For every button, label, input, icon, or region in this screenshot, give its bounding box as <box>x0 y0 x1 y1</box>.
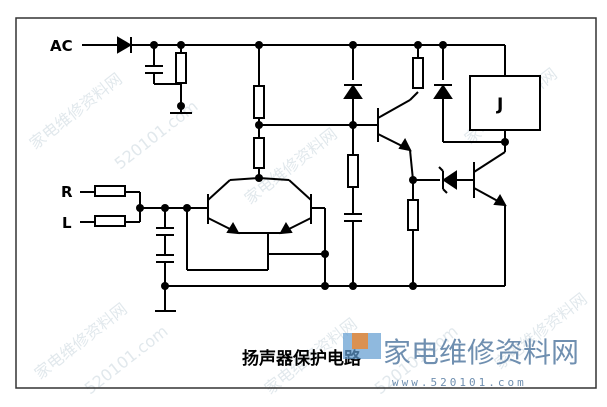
wiring <box>80 36 541 312</box>
diagram-frame <box>15 17 597 389</box>
transistor-output <box>473 151 507 207</box>
input-resistor-l <box>94 215 126 227</box>
resistor-r5 <box>407 199 419 231</box>
input-resistor-r <box>94 185 126 197</box>
transistor-right <box>258 177 312 235</box>
watermark-url: 520101.com <box>111 96 202 173</box>
label-l: L <box>62 214 72 232</box>
relay-coil <box>469 75 541 131</box>
transistor-left <box>207 177 260 235</box>
site-logo: 家电维修资料网 www.520101.com <box>343 333 579 389</box>
resistor-r2 <box>253 137 265 169</box>
resistor-r1 <box>253 85 265 119</box>
resistor-r4 <box>412 57 424 89</box>
delay-capacitor <box>344 213 362 222</box>
watermark-text: 家电维修资料网 <box>241 124 341 208</box>
watermark-text: 家电维修资料网 <box>26 69 126 153</box>
label-relay-j: J <box>496 95 503 115</box>
transistor-driver <box>377 99 412 152</box>
freewheel-diode <box>433 84 453 99</box>
logo-url: www.520101.com <box>392 376 527 389</box>
coupling-capacitor-2 <box>156 254 174 263</box>
filter-capacitor <box>145 65 163 74</box>
junction-dots <box>136 41 509 290</box>
diagram-title: 扬声器保护电路 <box>242 348 362 369</box>
label-r: R <box>61 183 73 201</box>
zener-diode <box>343 84 363 99</box>
bleed-resistor <box>175 52 187 84</box>
resistor-r3 <box>347 154 359 188</box>
input-diode <box>117 36 132 54</box>
label-ac: AC <box>50 37 73 55</box>
coupling-capacitor-1 <box>156 227 174 236</box>
logo-icon <box>352 333 368 349</box>
base-zener <box>438 166 457 194</box>
logo-text: 家电维修资料网 <box>383 336 579 369</box>
